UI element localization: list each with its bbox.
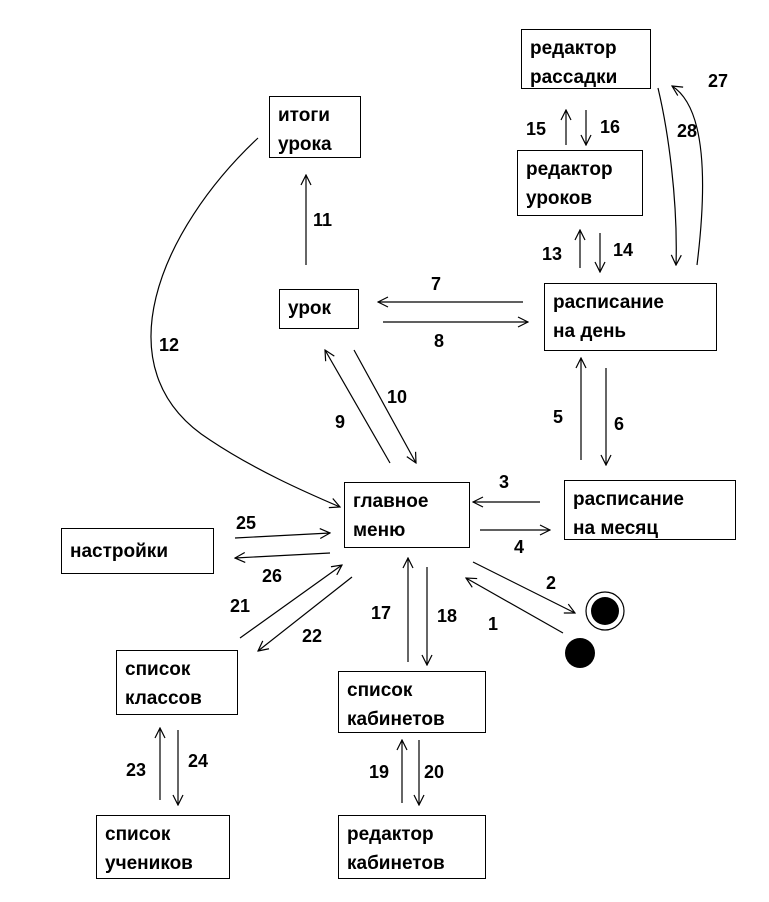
node-class-list-line-1: список: [125, 659, 191, 680]
node-settings: настройки: [61, 528, 214, 574]
edge-28-arrow: [657, 87, 676, 265]
edge-label-3: 3: [499, 472, 510, 492]
edge-label-12: 12: [159, 335, 180, 355]
edge-label-19: 19: [369, 762, 390, 782]
node-student-list: список учеников: [96, 815, 230, 879]
node-lesson: урок: [279, 289, 359, 329]
node-room-editor-line-1: редактор: [347, 824, 434, 845]
node-month-schedule: расписание на месяц: [564, 480, 736, 540]
edge-label-22: 22: [302, 626, 323, 646]
node-student-list-line-1: список: [105, 824, 171, 845]
edge-27-arrow: [672, 86, 704, 266]
node-lesson-results: итоги урока: [269, 96, 361, 158]
edge-label-6: 6: [614, 414, 625, 434]
node-room-list-line-2: кабинетов: [347, 709, 445, 730]
node-lesson-line-1: урок: [288, 298, 332, 319]
node-lesson-results-line-1: итоги: [278, 105, 330, 126]
edge-label-7: 7: [431, 274, 442, 294]
node-room-list: список кабинетов: [338, 671, 486, 733]
node-room-editor-line-2: кабинетов: [347, 853, 445, 874]
edge-22-arrow: [258, 576, 353, 651]
edge-label-10: 10: [387, 387, 408, 407]
edge-12-arrow: [150, 137, 340, 507]
edge-label-17: 17: [371, 603, 392, 623]
node-seating-editor-line-2: рассадки: [530, 67, 618, 88]
node-main-menu: главное меню: [344, 482, 470, 548]
edge-label-5: 5: [553, 407, 564, 427]
node-room-editor: редактор кабинетов: [338, 815, 486, 879]
edge-25-arrow: [234, 533, 330, 538]
node-lessons-editor: редактор уроков: [517, 150, 643, 216]
edge-label-4: 4: [514, 537, 525, 557]
node-class-list-line-2: классов: [125, 688, 202, 709]
node-room-list-line-1: список: [347, 680, 413, 701]
node-main-menu-line-2: меню: [353, 520, 406, 541]
edge-label-9: 9: [335, 412, 346, 432]
node-settings-line-1: настройки: [70, 541, 168, 562]
node-main-menu-line-1: главное: [353, 491, 429, 512]
node-lessons-editor-line-1: редактор: [526, 159, 613, 180]
edge-label-18: 18: [437, 606, 458, 626]
edge-label-28: 28: [677, 121, 698, 141]
edge-label-14: 14: [613, 240, 634, 260]
edge-10-arrow: [353, 349, 416, 463]
edge-label-24: 24: [188, 751, 209, 771]
node-lessons-editor-line-2: уроков: [526, 188, 593, 209]
edge-9-arrow: [325, 350, 391, 464]
edge-21-arrow: [239, 565, 342, 639]
final-state-node-inner: [591, 597, 619, 625]
node-seating-editor: редактор рассадки: [521, 29, 651, 89]
edge-label-21: 21: [230, 596, 251, 616]
node-month-schedule-line-1: расписание: [573, 489, 684, 510]
initial-state-node: [565, 638, 595, 668]
edge-2-arrow: [472, 561, 575, 613]
node-month-schedule-line-2: на месяц: [573, 518, 659, 539]
edge-label-23: 23: [126, 760, 147, 780]
edge-label-16: 16: [600, 117, 621, 137]
edge-1-arrow: [466, 578, 564, 634]
edge-26-arrow: [235, 553, 331, 558]
edge-label-1: 1: [488, 614, 499, 634]
node-lesson-results-line-2: урока: [278, 134, 332, 155]
node-day-schedule-line-1: расписание: [553, 292, 664, 313]
edge-label-15: 15: [526, 119, 547, 139]
edge-label-13: 13: [542, 244, 563, 264]
node-day-schedule: расписание на день: [544, 283, 717, 351]
edge-label-26: 26: [262, 566, 283, 586]
edge-label-2: 2: [546, 573, 557, 593]
edge-label-25: 25: [236, 513, 257, 533]
node-class-list: список классов: [116, 650, 238, 715]
edge-label-20: 20: [424, 762, 445, 782]
node-seating-editor-line-1: редактор: [530, 38, 617, 59]
edge-label-8: 8: [434, 331, 445, 351]
edge-label-11: 11: [313, 210, 333, 230]
node-student-list-line-2: учеников: [105, 853, 193, 874]
node-day-schedule-line-2: на день: [553, 321, 627, 342]
edge-label-27: 27: [708, 71, 729, 91]
